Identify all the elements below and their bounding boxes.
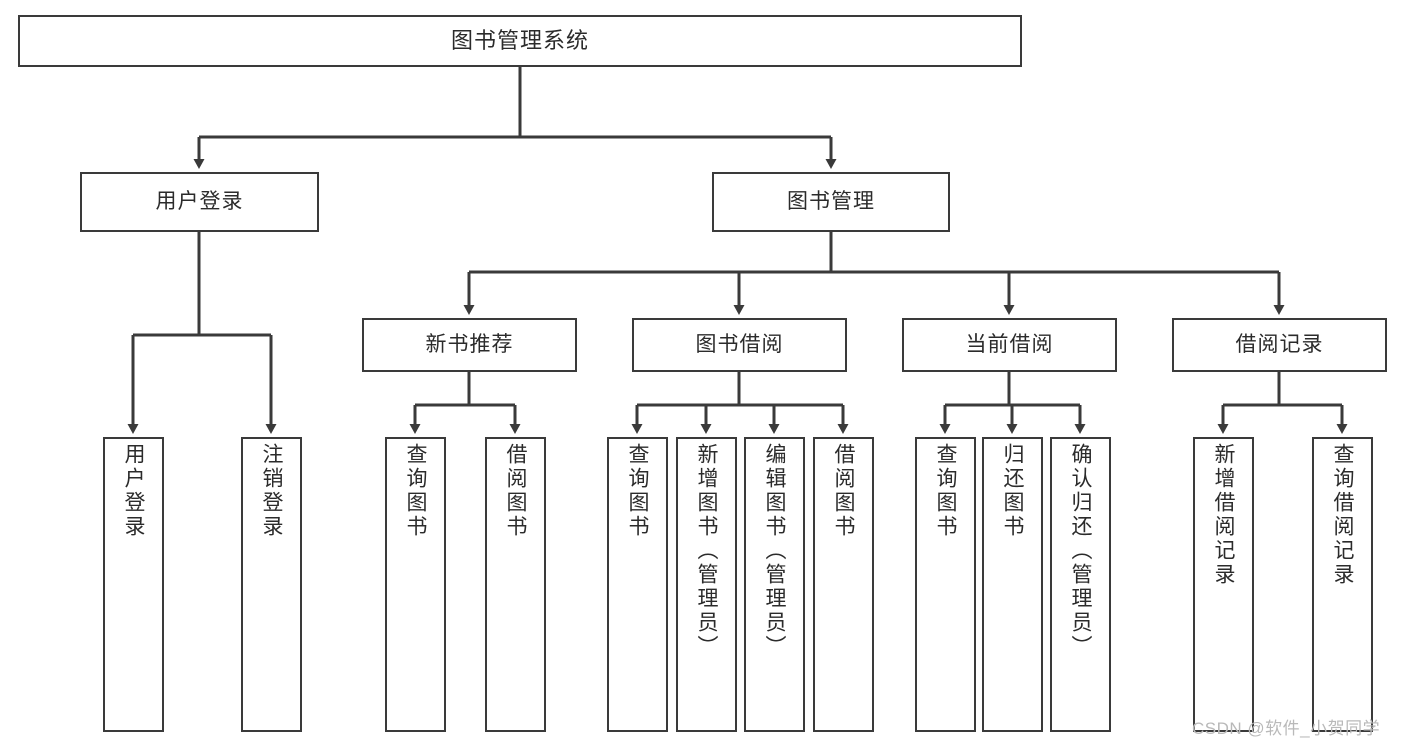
node-label: 查询图书 xyxy=(404,443,428,539)
node-current-borrow[interactable]: 当前借阅 xyxy=(902,318,1117,372)
node-label: 编辑图书（管理员） xyxy=(763,443,787,659)
node-label: 当前借阅 xyxy=(965,332,1054,356)
node-borrow-record[interactable]: 借阅记录 xyxy=(1172,318,1387,372)
node-label: 注销登录 xyxy=(260,443,284,539)
leaf-borrow-book[interactable]: 借阅图书 xyxy=(813,437,874,732)
csdn-watermark: CSDN @软件_小贺同学 xyxy=(1192,719,1381,738)
node-label: 图书借阅 xyxy=(695,332,784,356)
node-label: 查询借阅记录 xyxy=(1331,443,1355,587)
node-label: 借阅记录 xyxy=(1235,332,1324,356)
leaf-borrow-book-recommend[interactable]: 借阅图书 xyxy=(485,437,546,732)
node-label: 查询图书 xyxy=(626,443,650,539)
node-root-book-management-system[interactable]: 图书管理系统 xyxy=(18,15,1022,67)
node-label: 图书管理系统 xyxy=(450,28,589,54)
leaf-query-borrow-record[interactable]: 查询借阅记录 xyxy=(1312,437,1373,732)
node-label: 查询图书 xyxy=(934,443,958,539)
node-label: 新增借阅记录 xyxy=(1212,443,1236,587)
node-new-book-recommend[interactable]: 新书推荐 xyxy=(362,318,577,372)
node-label: 归还图书 xyxy=(1001,443,1025,539)
node-label: 借阅图书 xyxy=(504,443,528,539)
node-label: 新书推荐 xyxy=(425,332,514,356)
node-label: 新增图书（管理员） xyxy=(695,443,719,659)
node-book-management[interactable]: 图书管理 xyxy=(712,172,950,232)
leaf-add-borrow-record[interactable]: 新增借阅记录 xyxy=(1193,437,1254,732)
leaf-query-book-recommend[interactable]: 查询图书 xyxy=(385,437,446,732)
node-user-login[interactable]: 用户登录 xyxy=(80,172,319,232)
leaf-logout-login[interactable]: 注销登录 xyxy=(241,437,302,732)
leaf-query-book-current[interactable]: 查询图书 xyxy=(915,437,976,732)
leaf-query-book-borrow[interactable]: 查询图书 xyxy=(607,437,668,732)
leaf-add-book-admin[interactable]: 新增图书（管理员） xyxy=(676,437,737,732)
node-label: 确认归还（管理员） xyxy=(1069,443,1093,659)
node-label: 用户登录 xyxy=(155,189,244,213)
leaf-user-login[interactable]: 用户登录 xyxy=(103,437,164,732)
leaf-edit-book-admin[interactable]: 编辑图书（管理员） xyxy=(744,437,805,732)
node-label: 图书管理 xyxy=(787,189,875,213)
node-label: 用户登录 xyxy=(122,443,146,539)
node-label: 借阅图书 xyxy=(832,443,856,539)
leaf-confirm-return-admin[interactable]: 确认归还（管理员） xyxy=(1050,437,1111,732)
node-book-borrow[interactable]: 图书借阅 xyxy=(632,318,847,372)
leaf-return-book[interactable]: 归还图书 xyxy=(982,437,1043,732)
